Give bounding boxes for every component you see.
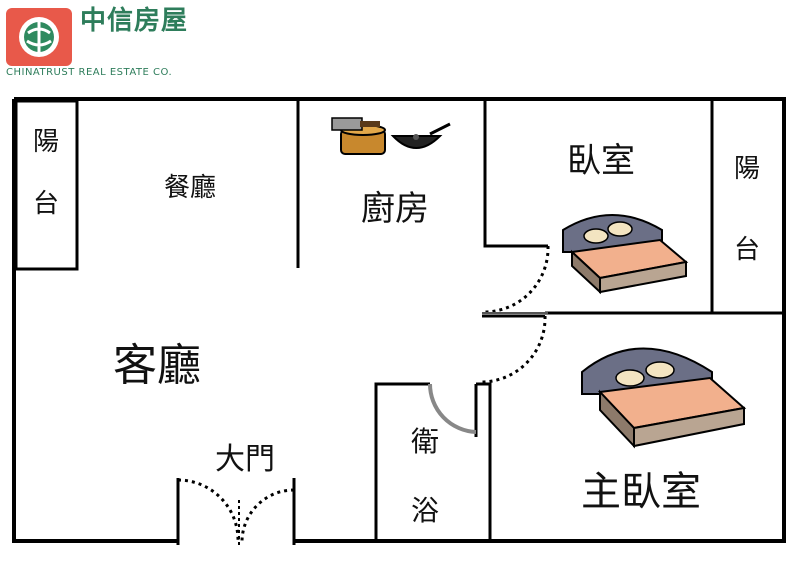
dining-label: 餐廳 — [164, 173, 216, 203]
logo-subtitle: CHINATRUST REAL ESTATE CO. — [6, 67, 173, 78]
bedroom-label: 臥室 — [567, 141, 635, 181]
room-labels: 陽 台 餐廳 廚房 臥室 陽 台 客廳 大門 衛 浴 主臥室 — [33, 127, 760, 527]
company-logo — [6, 8, 72, 66]
walls — [12, 97, 786, 543]
bathroom-label: 衛 — [411, 425, 439, 458]
svg-text:台: 台 — [734, 235, 760, 265]
svg-text:台: 台 — [33, 189, 59, 219]
kitchen-label: 廚房 — [361, 189, 429, 229]
logo-name-zh: 中信房屋 — [80, 6, 189, 36]
balcony-right-label: 陽 — [734, 154, 760, 184]
main-door-label: 大門 — [215, 442, 275, 477]
wok-icon — [390, 122, 451, 149]
svg-text:浴: 浴 — [411, 494, 439, 527]
door-swings — [176, 245, 550, 545]
balcony-left-label: 陽 — [33, 127, 59, 157]
logo-name: 中信房屋 — [80, 6, 188, 36]
master-bedroom-label: 主臥室 — [581, 469, 701, 515]
chopping-board-icon — [331, 117, 386, 155]
bed-icon — [581, 347, 747, 449]
bed-icon — [562, 214, 689, 295]
living-label: 客廳 — [113, 340, 201, 391]
